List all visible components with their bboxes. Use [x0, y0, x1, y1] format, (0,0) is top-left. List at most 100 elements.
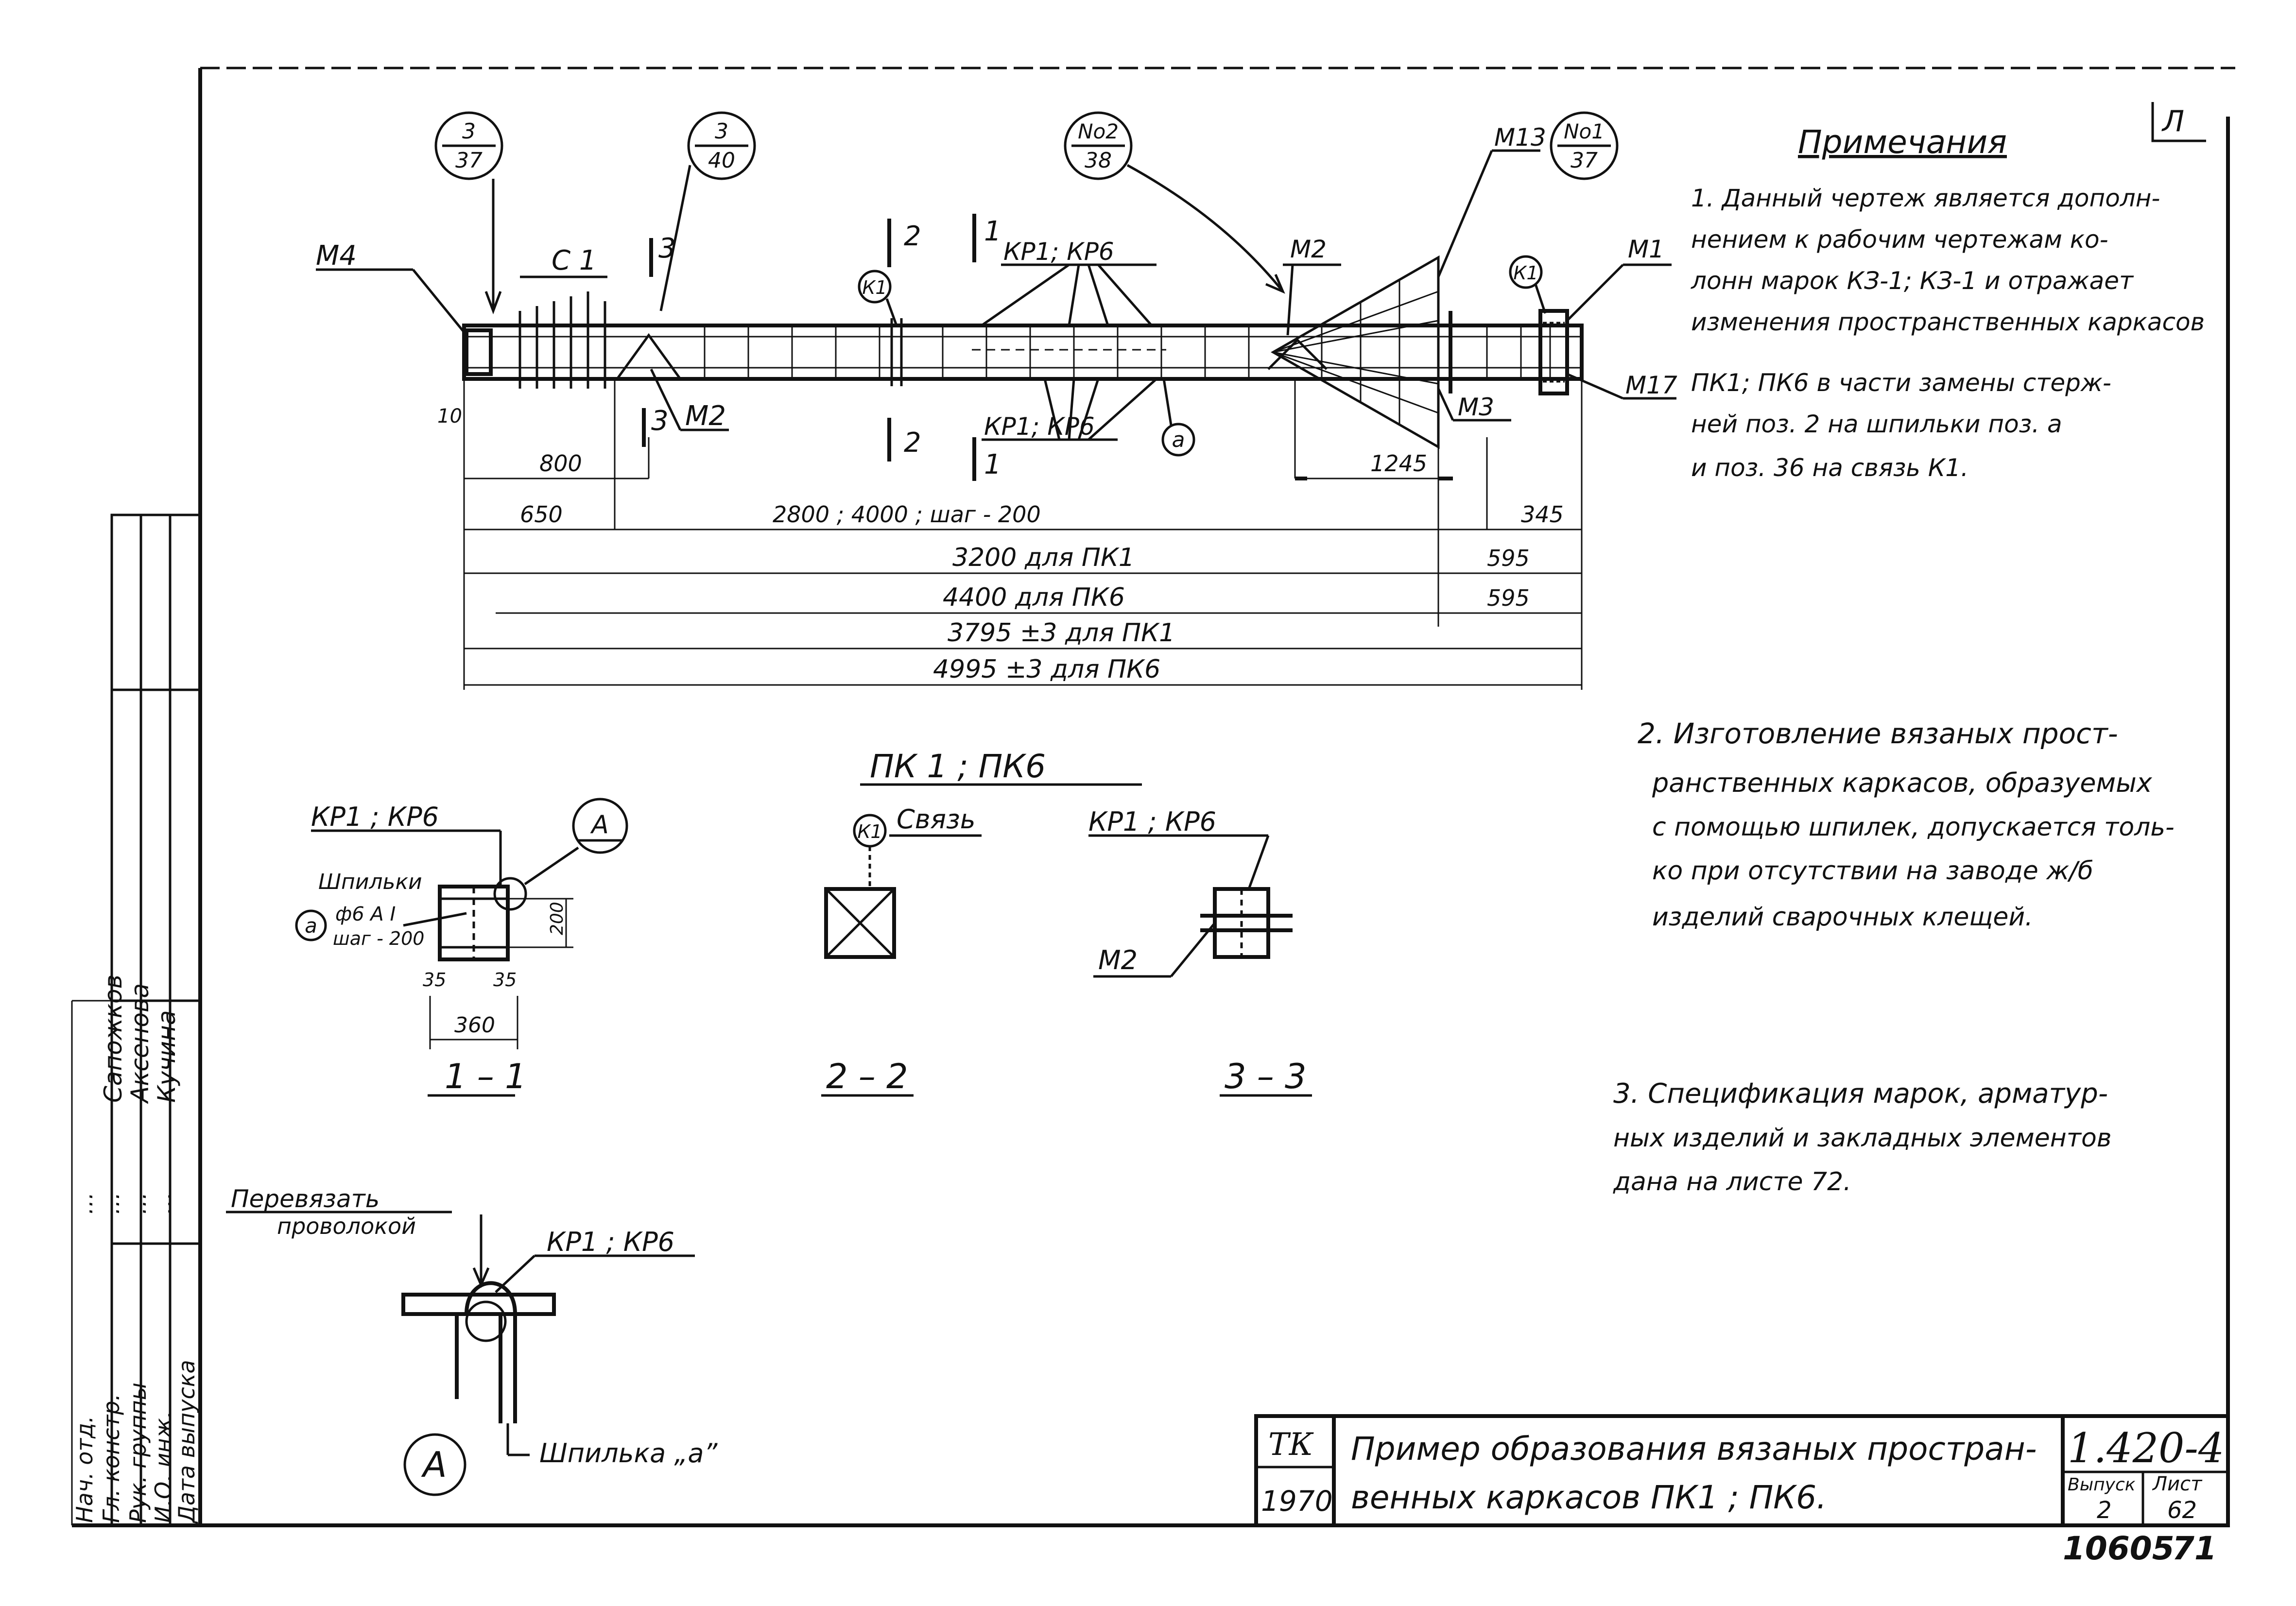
dim-345: 345	[1521, 501, 1564, 528]
tb-title-2: венных каркасов ПК1 ; ПК6.	[1351, 1479, 1827, 1516]
detail-callout: А	[421, 1444, 447, 1485]
callout-no1-37: No1 37	[1550, 111, 1619, 180]
note3-line0: 3. Спецификация марок, арматур-	[1613, 1078, 2108, 1110]
stamp-role-1: Гл. констр.	[98, 1394, 124, 1523]
label-k1-right: К1	[1513, 262, 1538, 284]
dim-3795: 3795 ±3 для ПК1	[948, 618, 1175, 648]
label-kp-top: КР1; КР6	[1003, 238, 1114, 266]
note3-line2: дана на листе 72.	[1613, 1167, 1851, 1196]
label-m1: М1	[1628, 235, 1664, 263]
beam-elevation	[462, 255, 1584, 449]
note2-line4: изделий сварочных клещей.	[1652, 903, 2033, 932]
note1-line6: и поз. 36 на связь К1.	[1691, 454, 1968, 482]
s11-a: а	[305, 914, 317, 938]
detail-a: Перевязать проволокой КР1 ; КР6 Шпилька …	[226, 1185, 718, 1496]
tb-vypusk-label: Выпуск	[2068, 1475, 2136, 1495]
label-m2-right: М2	[1290, 235, 1327, 263]
s11-callout: А	[590, 810, 609, 839]
callout-no1-37-top: No1	[1564, 120, 1605, 143]
notes-heading: Примечания	[1798, 123, 2007, 161]
dim-650: 650	[520, 501, 563, 528]
s11-d35b: 35	[493, 969, 517, 991]
note3-line1: ных изделий и закладных элементов	[1613, 1124, 2112, 1153]
section-2-2: К1 Связь 2 – 2	[821, 804, 982, 1097]
sections-group: ПК 1 ; ПК6 КР1 ; КР6 Шпильки а ф6 А I ша…	[295, 748, 1312, 1097]
dim-3200: 3200 для ПК1	[952, 543, 1135, 572]
tb-code: 1.420-4	[2068, 1424, 2224, 1472]
callout-3-40: 3 40	[659, 111, 756, 311]
tb-vypusk: 2	[2097, 1497, 2112, 1524]
dim-4995: 4995 ±3 для ПК6	[933, 655, 1160, 684]
label-k1-circle: К1	[862, 277, 887, 298]
callout-3-40-bottom: 40	[708, 148, 735, 173]
label-c1: С 1	[552, 245, 597, 276]
beam-taper	[1267, 255, 1452, 449]
stamp-name-1: Аксенова	[126, 983, 154, 1104]
stamp-name-0: Сапожков	[99, 974, 127, 1103]
tb-list: 62	[2167, 1497, 2197, 1524]
label-dim10: 10	[437, 405, 462, 427]
label-kp-bottom: КР1; КР6	[984, 412, 1095, 441]
stamp-sign-2: …	[125, 1192, 151, 1214]
note2-line1: ранственных каркасов, образуемых	[1652, 768, 2153, 798]
detail-shpilka: Шпилька „а”	[539, 1438, 718, 1469]
detail-kp: КР1 ; КР6	[547, 1227, 674, 1257]
callout-3-40-top: 3	[715, 119, 728, 144]
callout-no2-38-bottom: 38	[1085, 148, 1112, 173]
tb-inventory: 10605	[2063, 1530, 2175, 1567]
s22-caption: 2 – 2	[826, 1057, 908, 1096]
s33-caption: 3 – 3	[1225, 1057, 1307, 1096]
s11-shpilki: Шпильки	[318, 870, 422, 894]
title-block: ТК 1970 Пример образования вязаных прост…	[1254, 1414, 2230, 1567]
stamp-sign-0: …	[71, 1192, 98, 1214]
s11-spec: ф6 А I	[335, 903, 396, 925]
note2-line0: 2. Изготовление вязаных прост-	[1638, 717, 2118, 750]
callout-no2-38: No2 38	[1064, 111, 1285, 294]
tb-tk: ТК	[1268, 1427, 1314, 1463]
label-m3: М3	[1458, 393, 1494, 421]
label-m17: М17	[1625, 371, 1677, 399]
section-2-top: 2	[904, 221, 921, 252]
section-2-bottom: 2	[904, 427, 921, 459]
c1-bars	[518, 291, 606, 389]
callout-3-37-top: 3	[462, 119, 476, 144]
note1-line4: ПК1; ПК6 в части замены стерж-	[1691, 369, 2111, 397]
note1-line2: лонн марок КЗ-1; КЗ-1 и отражает	[1691, 267, 2134, 295]
notes-block: Примечания 1. Данный чертеж является доп…	[1613, 123, 2205, 1196]
label-a-circle: а	[1172, 427, 1185, 452]
section-3-3: КР1 ; КР6 М2 3 – 3	[1088, 806, 1312, 1097]
dim-mid: 2800 ; 4000 ; шаг - 200	[773, 501, 1041, 528]
tb-year: 1970	[1261, 1485, 1333, 1518]
note1-line3: изменения пространственных каркасов	[1691, 308, 2205, 336]
label-m4: М4	[316, 240, 357, 272]
section-3-bottom: 3	[651, 405, 669, 437]
note1-line1: нением к рабочим чертежам ко-	[1691, 225, 2108, 254]
dim-1245: 1245	[1370, 450, 1427, 477]
sections-title: ПК 1 ; ПК6	[870, 748, 1046, 785]
label-m13: М13	[1494, 123, 1546, 152]
section-1-1: КР1 ; КР6 Шпильки а ф6 А I шаг - 200 А 2…	[295, 798, 628, 1097]
s11-d200: 200	[547, 902, 567, 935]
s11-step: шаг - 200	[333, 928, 424, 949]
note2-line3: ко при отсутствии на заводе ж/б	[1652, 856, 2093, 886]
dimension-lines: 800 1245 650 2800 ; 4000 ; шаг - 200 345…	[463, 379, 1583, 690]
note1-line0: 1. Данный чертеж является дополн-	[1691, 184, 2160, 212]
s11-kp: КР1 ; КР6	[311, 802, 439, 832]
section-1-bottom: 1	[984, 449, 1001, 480]
stamp-sign-1: …	[98, 1192, 124, 1214]
elevation-annotations: 3 37 3 40 No2 38 No1 37	[316, 111, 1677, 481]
stamp-role-4: Дата выпуска	[173, 1360, 200, 1524]
callout-3-37-bottom: 37	[455, 148, 483, 173]
stamp-name-2: Кучина	[153, 1010, 181, 1103]
tb-title-1: Пример образования вязаных простран-	[1351, 1430, 2037, 1468]
s22-svyaz: Связь	[897, 804, 976, 835]
s11-d360: 360	[454, 1013, 495, 1038]
s33-kp: КР1 ; КР6	[1088, 806, 1216, 837]
dim-595a: 595	[1487, 545, 1530, 571]
label-m2-left: М2	[685, 400, 726, 432]
sheet-corner-mark: Л	[2161, 104, 2184, 138]
section-1-top: 1	[984, 216, 1001, 247]
tb-list-label: Лист	[2152, 1473, 2203, 1495]
tb-inv-sheet: 71	[2172, 1530, 2217, 1567]
